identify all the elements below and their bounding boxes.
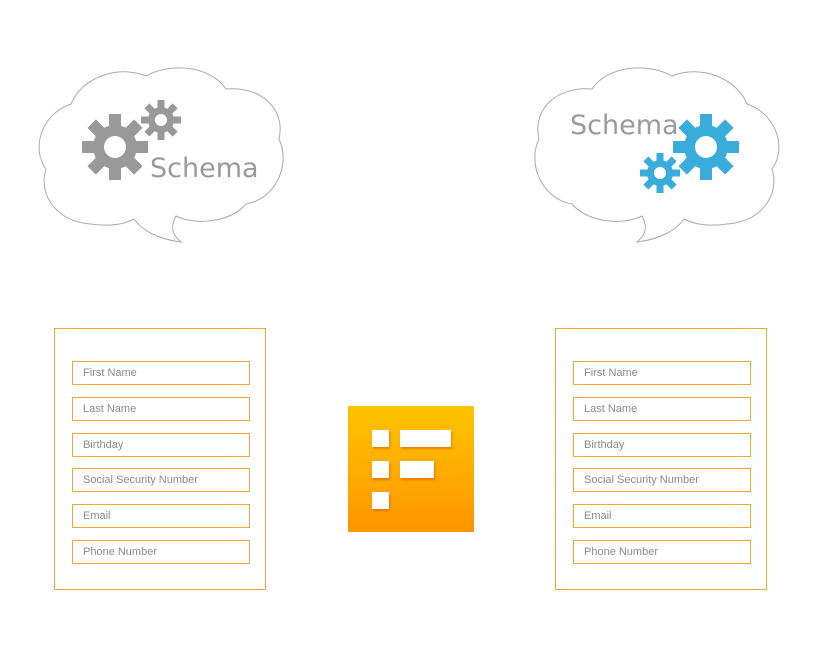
ssn-field[interactable]: Social Security Number [72,468,250,492]
right-schema-label: Schema [570,110,679,141]
last-name-field[interactable]: Last Name [573,397,751,421]
form-app-icon [348,406,474,532]
first-name-field[interactable]: First Name [72,361,250,385]
left-schema-label: Schema [150,153,259,184]
left-form-card: First Name Last Name Birthday Social Sec… [54,328,266,590]
form-list-glyph [372,430,451,509]
large-gear-icon [82,114,148,180]
large-blue-gear-icon [673,114,739,180]
left-schema-cloud [38,67,284,243]
phone-number-field[interactable]: Phone Number [573,540,751,564]
email-field[interactable]: Email [72,504,250,528]
phone-number-field[interactable]: Phone Number [72,540,250,564]
small-gear-icon [141,100,181,140]
last-name-field[interactable]: Last Name [72,397,250,421]
birthday-field[interactable]: Birthday [72,433,250,457]
right-form-card: First Name Last Name Birthday Social Sec… [555,328,767,590]
email-field[interactable]: Email [573,504,751,528]
small-blue-gear-icon [640,153,680,193]
ssn-field[interactable]: Social Security Number [573,468,751,492]
first-name-field[interactable]: First Name [573,361,751,385]
birthday-field[interactable]: Birthday [573,433,751,457]
